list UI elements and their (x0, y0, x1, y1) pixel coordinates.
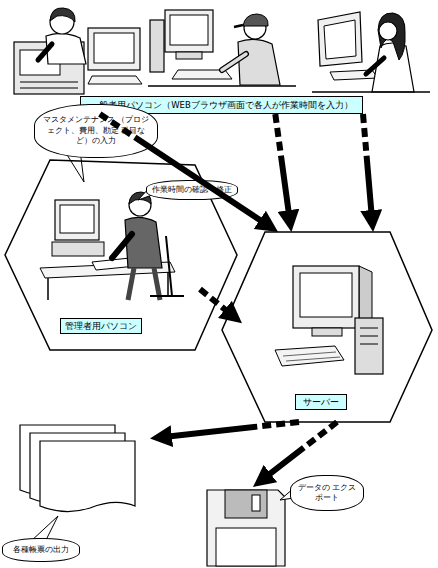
cap-brim (234, 25, 243, 27)
worker-sleeve (222, 54, 246, 70)
flow-arrow (363, 114, 372, 218)
pc-label: サーバー (295, 394, 347, 410)
floppy-disk: データの エクスポート (205, 487, 285, 565)
floppy-body (207, 490, 285, 566)
monitor-screen (94, 33, 134, 63)
worker-body (372, 43, 414, 92)
admin-suit (125, 217, 162, 268)
admin-hexagon: マスタメンテナンス （プロジェクト、費用、勘定 科目など）の入力作業時間の確認・… (5, 160, 200, 350)
worker-hair (378, 13, 405, 60)
worker-body (46, 33, 86, 64)
monitor-stand (312, 328, 342, 336)
shutter-hole (252, 495, 260, 511)
floppy-label (216, 528, 276, 566)
hexagon-shape (222, 232, 432, 422)
desk-line (148, 85, 296, 87)
monitor (293, 266, 359, 328)
hexagon-shape (5, 160, 237, 350)
document-page (40, 441, 135, 512)
server-tower (355, 318, 383, 374)
keyboard (88, 76, 142, 84)
flow-arrow (164, 422, 299, 437)
server-hexagon: サーバー (242, 232, 432, 422)
pc-unit (52, 242, 104, 256)
monitor (165, 10, 213, 52)
pc-tower (150, 20, 164, 72)
monitor-screen (60, 205, 94, 233)
worker-hair (50, 8, 75, 22)
monitor-screen (300, 273, 352, 317)
desk-line (312, 91, 430, 93)
callout-text: データの エクスポート (290, 475, 364, 511)
flow-arrow (200, 289, 231, 314)
worker-body (238, 39, 280, 85)
key-rows (283, 352, 340, 361)
flow-arrow (264, 422, 337, 478)
worker-cap (243, 14, 268, 26)
worker-arm (38, 44, 52, 60)
pc-label: 管理者用パソコン (60, 318, 142, 334)
admin-arm (112, 234, 132, 258)
worker-arm (222, 54, 246, 70)
monitor (88, 28, 140, 70)
monitor-stand (176, 52, 202, 59)
tower-slots (360, 328, 378, 344)
flow-arrow (100, 114, 267, 224)
flow-arrow (275, 114, 289, 218)
floppy-shutter (225, 490, 267, 518)
monitor-screen (324, 20, 356, 59)
chair (150, 236, 184, 296)
callout-text: マスタメンテナンス （プロジェクト、費用、勘定 科目など）の入力 (34, 104, 158, 158)
monitor (318, 12, 362, 66)
monitor (55, 200, 99, 240)
callout-text: 各種帳票の出力 (2, 538, 80, 562)
keyboard (275, 346, 344, 366)
document-stack: 各種帳票の出力 (20, 425, 150, 515)
callout-text: 作業時間の確認・修正 (146, 180, 238, 200)
worker-face (379, 22, 397, 40)
worker-arm (366, 58, 384, 74)
monitor-screen (170, 15, 208, 45)
